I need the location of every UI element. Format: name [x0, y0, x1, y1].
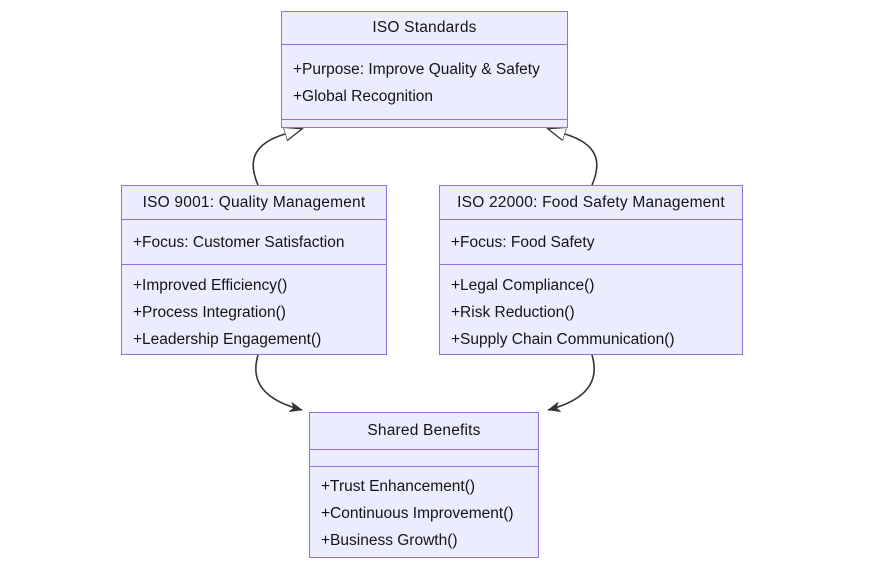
dependency-arrow-iso9001-to-shared-benefits — [255, 354, 302, 410]
class-node-iso-22000: ISO 22000: Food Safety Management +Focus… — [439, 185, 743, 355]
methods-compartment-iso-9001: +Improved Efficiency() +Process Integrat… — [122, 264, 386, 354]
method-line: +Legal Compliance() — [451, 277, 595, 294]
inheritance-arrow-iso22000-to-standards — [565, 134, 598, 186]
methods-compartment-shared-benefits: +Trust Enhancement() +Continuous Improve… — [310, 466, 538, 557]
attributes-compartment-iso-standards: +Purpose: Improve Quality & Safety +Glob… — [282, 44, 567, 119]
class-node-shared-benefits: Shared Benefits +Trust Enhancement() +Co… — [309, 412, 539, 558]
attribute-line: +Focus: Food Safety — [451, 234, 595, 251]
method-line: +Improved Efficiency() — [133, 277, 288, 294]
method-line: +Leadership Engagement() — [133, 331, 322, 348]
class-node-iso-standards: ISO Standards +Purpose: Improve Quality … — [281, 11, 568, 128]
attributes-compartment-shared-benefits-empty — [310, 449, 538, 466]
class-title-iso-standards: ISO Standards — [372, 19, 477, 36]
class-node-iso-9001: ISO 9001: Quality Management +Focus: Cus… — [121, 185, 387, 355]
method-line: +Continuous Improvement() — [321, 505, 514, 522]
class-title-shared-benefits: Shared Benefits — [367, 422, 481, 439]
attribute-line: +Focus: Customer Satisfaction — [133, 234, 345, 251]
class-title-iso-9001: ISO 9001: Quality Management — [142, 193, 366, 211]
method-line: +Supply Chain Communication() — [451, 331, 675, 348]
class-title-iso-22000: ISO 22000: Food Safety Management — [457, 193, 725, 211]
method-line: +Trust Enhancement() — [321, 478, 476, 495]
attributes-compartment-iso-9001: +Focus: Customer Satisfaction — [122, 219, 386, 264]
methods-compartment-iso-22000: +Legal Compliance() +Risk Reduction() +S… — [440, 264, 742, 354]
methods-compartment-iso-standards-empty — [282, 119, 567, 127]
method-line: +Business Growth() — [321, 532, 458, 549]
dependency-arrow-iso22000-to-shared-benefits — [548, 354, 595, 410]
method-line: +Process Integration() — [133, 304, 286, 321]
inheritance-arrow-iso9001-to-standards — [252, 134, 285, 186]
attribute-line: +Purpose: Improve Quality & Safety — [293, 61, 540, 78]
attribute-line: +Global Recognition — [293, 88, 434, 105]
method-line: +Risk Reduction() — [451, 304, 575, 321]
attributes-compartment-iso-22000: +Focus: Food Safety — [440, 219, 742, 264]
